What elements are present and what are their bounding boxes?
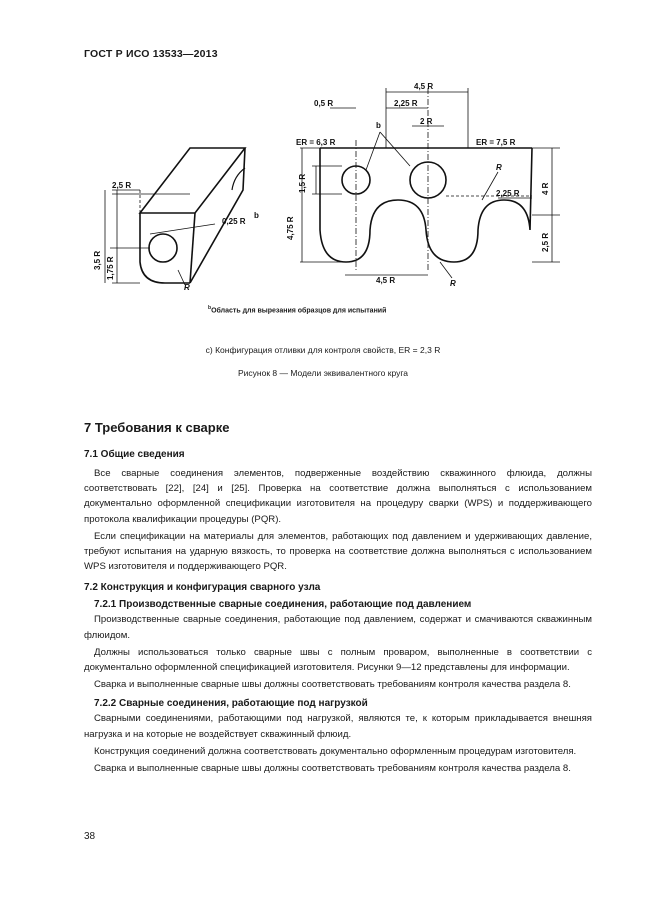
label-r-top: R <box>496 163 502 172</box>
label-r-bottom: R <box>450 279 456 288</box>
dim-left-tall: 4,75 R <box>286 216 295 240</box>
subsection-7-1-title: 7.1 Общие сведения <box>84 449 185 460</box>
footnote-mark: b <box>208 305 212 311</box>
dim-top-total: 4,5 R <box>414 82 433 91</box>
dim-bottom: 4,5 R <box>376 276 395 285</box>
er-right: ER = 7,5 R <box>476 138 516 147</box>
dim-hole-h: 1,5 R <box>298 174 307 193</box>
dim-left-lower: 1,75 R <box>106 256 115 280</box>
figure-caption: Рисунок 8 — Модели эквивалентного круга <box>238 368 408 378</box>
paragraph: Все сварные соединения элементов, подвер… <box>84 468 592 525</box>
paragraph: Конструкция соединений должна соответств… <box>94 745 577 757</box>
dim-left-width: 2,5 R <box>112 181 131 190</box>
paragraph: Если спецификации на материалы для элеме… <box>84 530 592 573</box>
paragraph: Сварными соединениями, работающими под н… <box>84 713 592 740</box>
dim-left-r: 0,25 R <box>222 217 246 226</box>
dim-right-4r: 4 R <box>541 182 550 195</box>
footnote-text: Область для вырезания образцов для испыт… <box>211 307 387 315</box>
dim-top-mid: 2,25 R <box>394 99 418 108</box>
paragraph: Сварка и выполненные сварные швы должны … <box>94 763 571 775</box>
figure-8-drawing: 2,5 R 0,25 R b 3,5 R 1,75 R R 4,5 R 0,5 … <box>93 82 560 292</box>
label-r-left: R <box>184 283 190 292</box>
dim-top-hole: 2 R <box>420 117 433 126</box>
section-title: 7 Требования к сварке <box>84 420 230 435</box>
paragraph: Производственные сварные соединения, раб… <box>84 614 592 641</box>
paragraph: Должны использоваться только сварные швы… <box>84 646 592 674</box>
figure-footnote: bОбласть для вырезания образцов для испы… <box>208 305 386 314</box>
paragraph: Сварка и выполненные сварные швы должны … <box>94 679 571 691</box>
er-left: ER = 6,3 R <box>296 138 336 147</box>
dim-top-offset: 0,5 R <box>314 99 333 108</box>
dim-left-height: 3,5 R <box>93 251 102 270</box>
dim-right-gap: 2,25 R <box>496 189 520 198</box>
section-7: 7 Требования к сварке 7.1 Общие сведения… <box>84 420 592 778</box>
dim-right-25r: 2,5 R <box>541 233 550 252</box>
subsection-7-2-title: 7.2 Конструкция и конфигурация сварного … <box>84 582 321 594</box>
figure-subcaption: c) Конфигурация отливки для контроля сво… <box>205 345 441 355</box>
page-number: 38 <box>84 831 96 842</box>
document-header: ГОСТ Р ИСО 13533—2013 <box>84 48 218 60</box>
subsection-7-2-2-title: 7.2.2 Сварные соединения, работающие под… <box>94 698 368 710</box>
note-b: b <box>376 121 381 130</box>
subsection-7-2-1-title: 7.2.1 Производственные сварные соединени… <box>94 599 472 611</box>
dim-left-r-note: b <box>254 211 259 220</box>
